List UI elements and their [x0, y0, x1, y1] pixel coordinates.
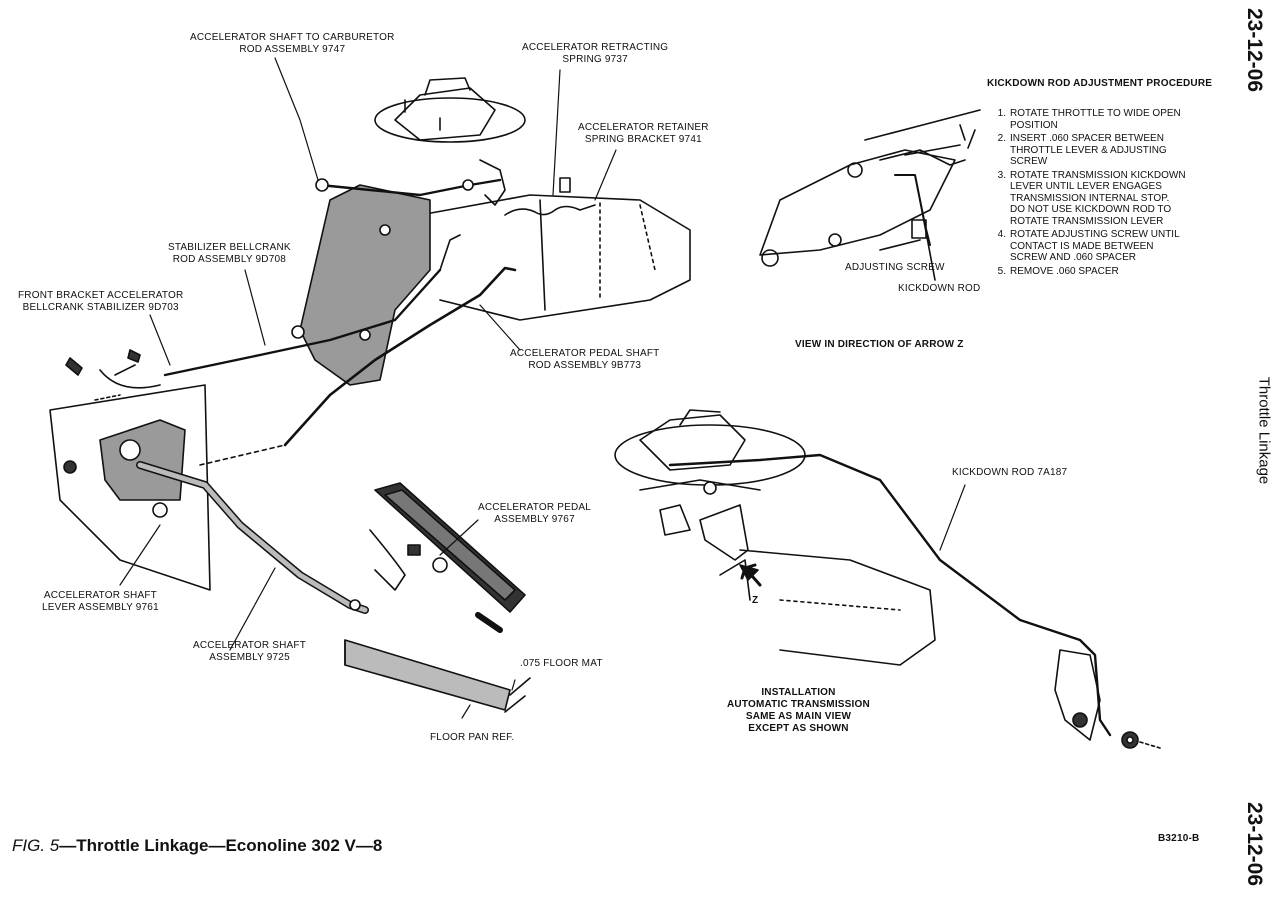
- label-adjusting-screw: ADJUSTING SCREW: [845, 262, 945, 273]
- step-line: ROTATE THROTTLE TO WIDE OPEN: [1010, 108, 1181, 119]
- step-text: REMOVE .060 SPACER: [1010, 266, 1119, 278]
- step-number: 4.: [997, 229, 1006, 240]
- step-line: THROTTLE LEVER & ADJUSTING: [1010, 144, 1167, 156]
- label-kickdown-rod-small: KICKDOWN ROD: [898, 283, 981, 294]
- step-line: ROTATE ADJUSTING SCREW UNTIL: [1010, 229, 1180, 240]
- bellcrank-bracket: [291, 184, 431, 386]
- figure-caption: FIG. 5—Throttle Linkage—Econoline 302 V—…: [12, 836, 382, 856]
- figure-number: FIG. 5: [12, 836, 60, 855]
- step-line: ROTATE TRANSMISSION KICKDOWN: [1010, 169, 1186, 181]
- pedal-shaft-rod: [283, 266, 517, 447]
- step-number: 3.: [997, 169, 1006, 181]
- step-line: SCREW AND .060 SPACER: [1010, 252, 1136, 263]
- figure-title: —Throttle Linkage—Econoline 302 V—8: [59, 836, 383, 855]
- step-line: REMOVE .060 SPACER: [1010, 265, 1119, 277]
- label-floor-mat: .075 FLOOR MAT: [520, 658, 603, 669]
- step-line: TRANSMISSION INTERNAL STOP.: [1010, 192, 1170, 204]
- step-number: 1.: [997, 108, 1006, 119]
- procedure-step: 5. REMOVE .060 SPACER: [988, 266, 1186, 278]
- transmission-lever: [1054, 649, 1161, 749]
- step-number: 2.: [997, 133, 1006, 144]
- page-number-top: 23-12-06: [1243, 7, 1267, 93]
- step-number: 5.: [997, 265, 1006, 277]
- section-title: Throttle Linkage: [1255, 376, 1273, 485]
- page-number-bottom: 23-12-06: [1243, 801, 1267, 887]
- procedure-title: KICKDOWN ROD ADJUSTMENT PROCEDURE: [987, 78, 1213, 89]
- automatic-install-view: [614, 409, 936, 666]
- retracting-spring: [504, 204, 596, 216]
- carburetor-rod: [318, 178, 502, 197]
- step-line: POSITION: [1010, 119, 1058, 131]
- front-bracket: [63, 349, 186, 518]
- view-z-detail: [759, 109, 981, 281]
- engine-valve-cover: [419, 194, 691, 321]
- carburetor-top: [374, 77, 526, 206]
- stabilizer-rod: [163, 268, 442, 377]
- label-view-arrow-z: VIEW IN DIRECTION OF ARROW Z: [795, 339, 964, 350]
- step-line: SCREW: [1010, 156, 1048, 167]
- step-line: INSERT .060 SPACER BETWEEN: [1010, 133, 1164, 144]
- leader-lines: [119, 57, 617, 719]
- step-line: ROTATE TRANSMISSION LEVER: [1010, 215, 1164, 227]
- label-z: Z: [752, 595, 759, 606]
- step-line: CONTACT IS MADE BETWEEN: [1010, 240, 1154, 252]
- firewall-panel: [49, 369, 211, 591]
- label-floor-pan: FLOOR PAN REF.: [430, 732, 515, 743]
- label-kickdown-rod-main: KICKDOWN ROD 7A187: [952, 467, 1068, 478]
- floor-mat: [344, 639, 531, 713]
- art-code: B3210-B: [1158, 833, 1200, 844]
- step-line: DO NOT USE KICKDOWN ROD TO: [1010, 204, 1172, 215]
- step-line: LEVER UNTIL LEVER ENGAGES: [1010, 181, 1162, 192]
